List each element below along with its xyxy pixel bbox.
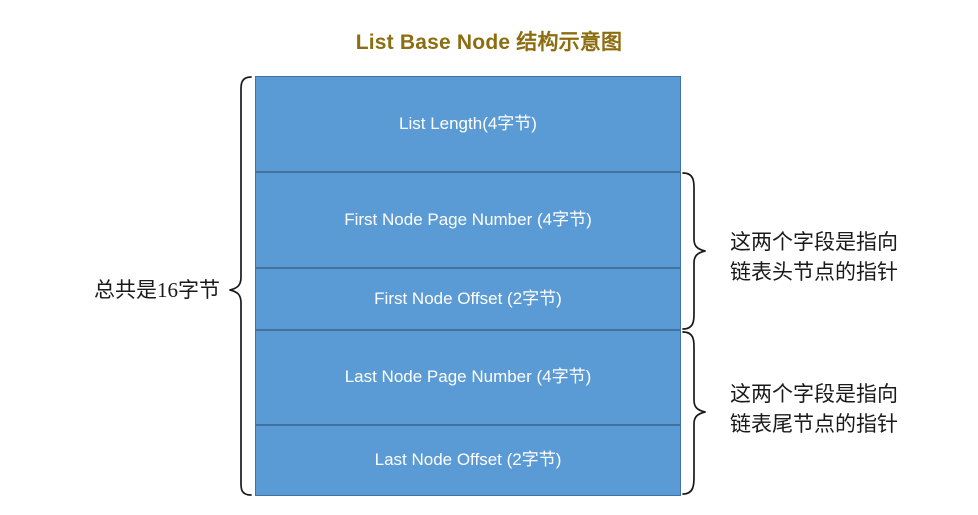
right-brace-head-icon	[682, 172, 706, 330]
field-box-first-node-page-number: First Node Page Number (4字节)	[255, 172, 681, 268]
head-pointer-annotation: 这两个字段是指向 链表头节点的指针	[730, 230, 898, 284]
field-box-last-node-offset: Last Node Offset (2字节)	[255, 425, 681, 496]
field-label: Last Node Offset (2字节)	[374, 450, 562, 470]
total-size-annotation: 总共是16字节	[94, 278, 220, 302]
tail-pointer-annotation: 这两个字段是指向 链表尾节点的指针	[730, 382, 898, 436]
field-box-first-node-offset: First Node Offset (2字节)	[255, 268, 681, 330]
field-box-list-length: List Length(4字节)	[255, 76, 681, 172]
struct-field-stack: List Length(4字节) First Node Page Number …	[255, 76, 681, 496]
field-label: List Length(4字节)	[399, 113, 537, 133]
field-label: First Node Page Number (4字节)	[344, 209, 592, 229]
field-box-last-node-page-number: Last Node Page Number (4字节)	[255, 330, 681, 425]
field-label: Last Node Page Number (4字节)	[344, 367, 592, 387]
left-brace-icon	[229, 76, 252, 496]
field-label: First Node Offset (2字节)	[374, 288, 562, 308]
right-brace-tail-icon	[682, 331, 706, 495]
page-title: List Base Node 结构示意图	[355, 31, 623, 54]
